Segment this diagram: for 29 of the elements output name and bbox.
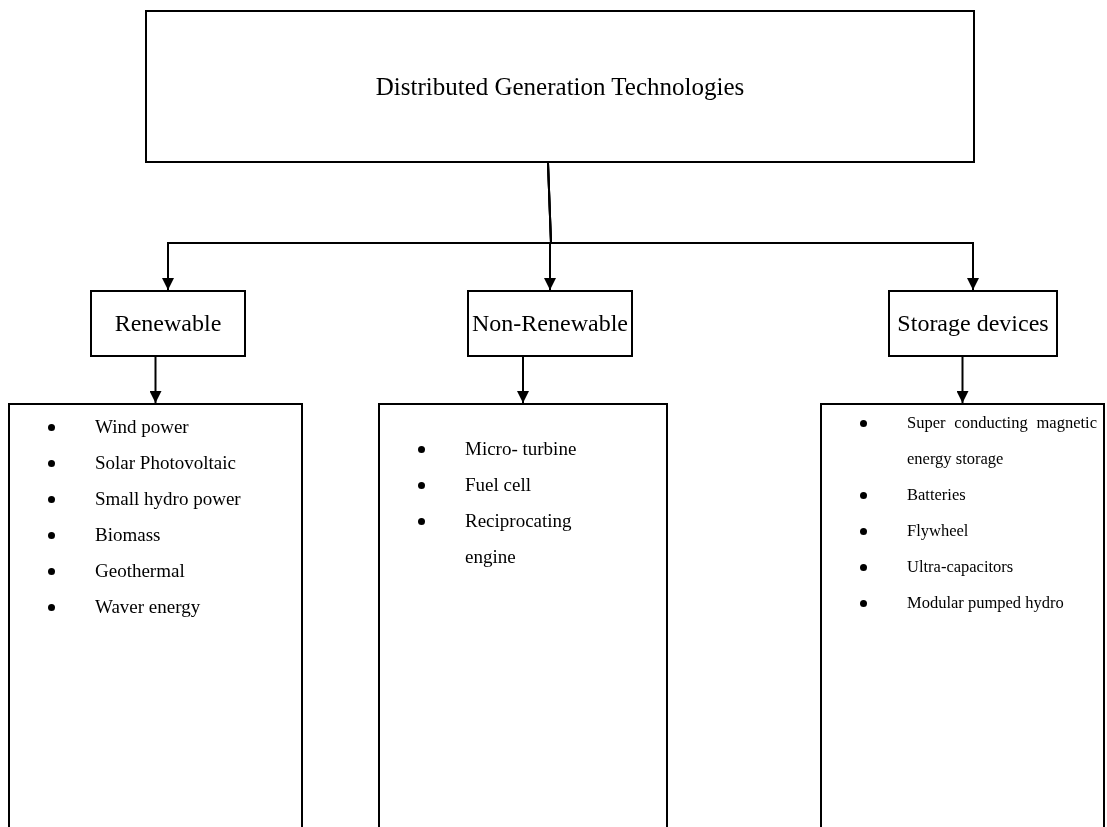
list-item: Geothermal [95,559,186,583]
category-box [90,290,246,357]
list-item: Super conducting magnetic energy storage [907,412,1097,470]
list-box [8,403,303,827]
category-box [467,290,633,357]
arrow [547,162,979,291]
list-item: Wind power [95,415,190,439]
list-box [378,403,668,827]
list-item: Solar Photovoltaic [95,451,237,475]
list-item: Fuel cell [465,473,532,497]
list-item: Reciprocating engine [465,509,573,569]
title-text: Distributed Generation Technologies [375,72,745,101]
list-item: Biomass [95,523,162,547]
category-label: Non-Renewable [472,310,628,337]
arrow [956,356,969,404]
category-label: Renewable [114,310,222,337]
arrow [517,356,529,404]
list-item: Batteries [907,484,967,506]
list-item: Flywheel [907,520,970,542]
list-item: Micro- turbine [465,437,578,461]
arrow [149,356,162,404]
title-box [145,10,975,163]
list-item: Waver energy [95,595,202,619]
list-box [820,403,1105,827]
category-label: Storage devices [897,310,1049,337]
list-item: Small hydro power [95,487,242,511]
list-item: Ultra-capacitors [907,556,1015,578]
category-box [888,290,1058,357]
list-item: Modular pumped hydro [907,592,1065,614]
